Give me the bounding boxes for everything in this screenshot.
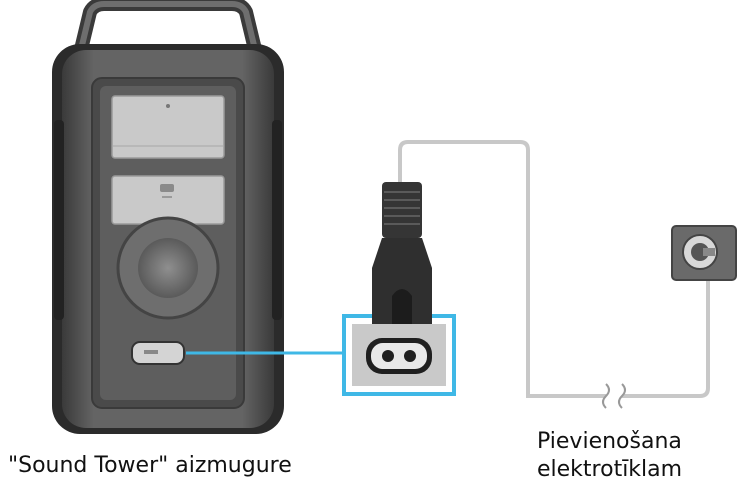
mains-caption-line1: Pievienošana [537, 429, 682, 454]
power-socket-icon [366, 338, 432, 374]
power-plug-icon [372, 182, 432, 324]
speaker-back-caption: "Sound Tower" aizmugure [8, 453, 292, 478]
speaker-power-port [131, 341, 185, 365]
mains-caption-line2: elektrotīklam [537, 457, 683, 482]
power-cable [398, 140, 710, 409]
mains-connection-caption: Pievienošana elektrotīklam [537, 428, 682, 484]
woofer-icon [116, 216, 220, 320]
top-control-panel [111, 95, 225, 159]
speaker-handle-icon [71, 0, 265, 64]
socket-zoom-box [342, 314, 456, 396]
wall-outlet-icon [671, 225, 737, 281]
cable-break-icon [602, 383, 626, 409]
